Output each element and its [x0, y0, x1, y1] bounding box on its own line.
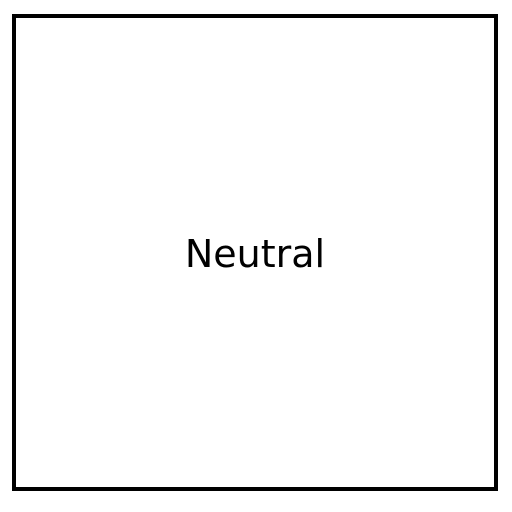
- neutral-label: Neutral: [184, 231, 326, 276]
- bordered-box: Neutral: [12, 14, 498, 491]
